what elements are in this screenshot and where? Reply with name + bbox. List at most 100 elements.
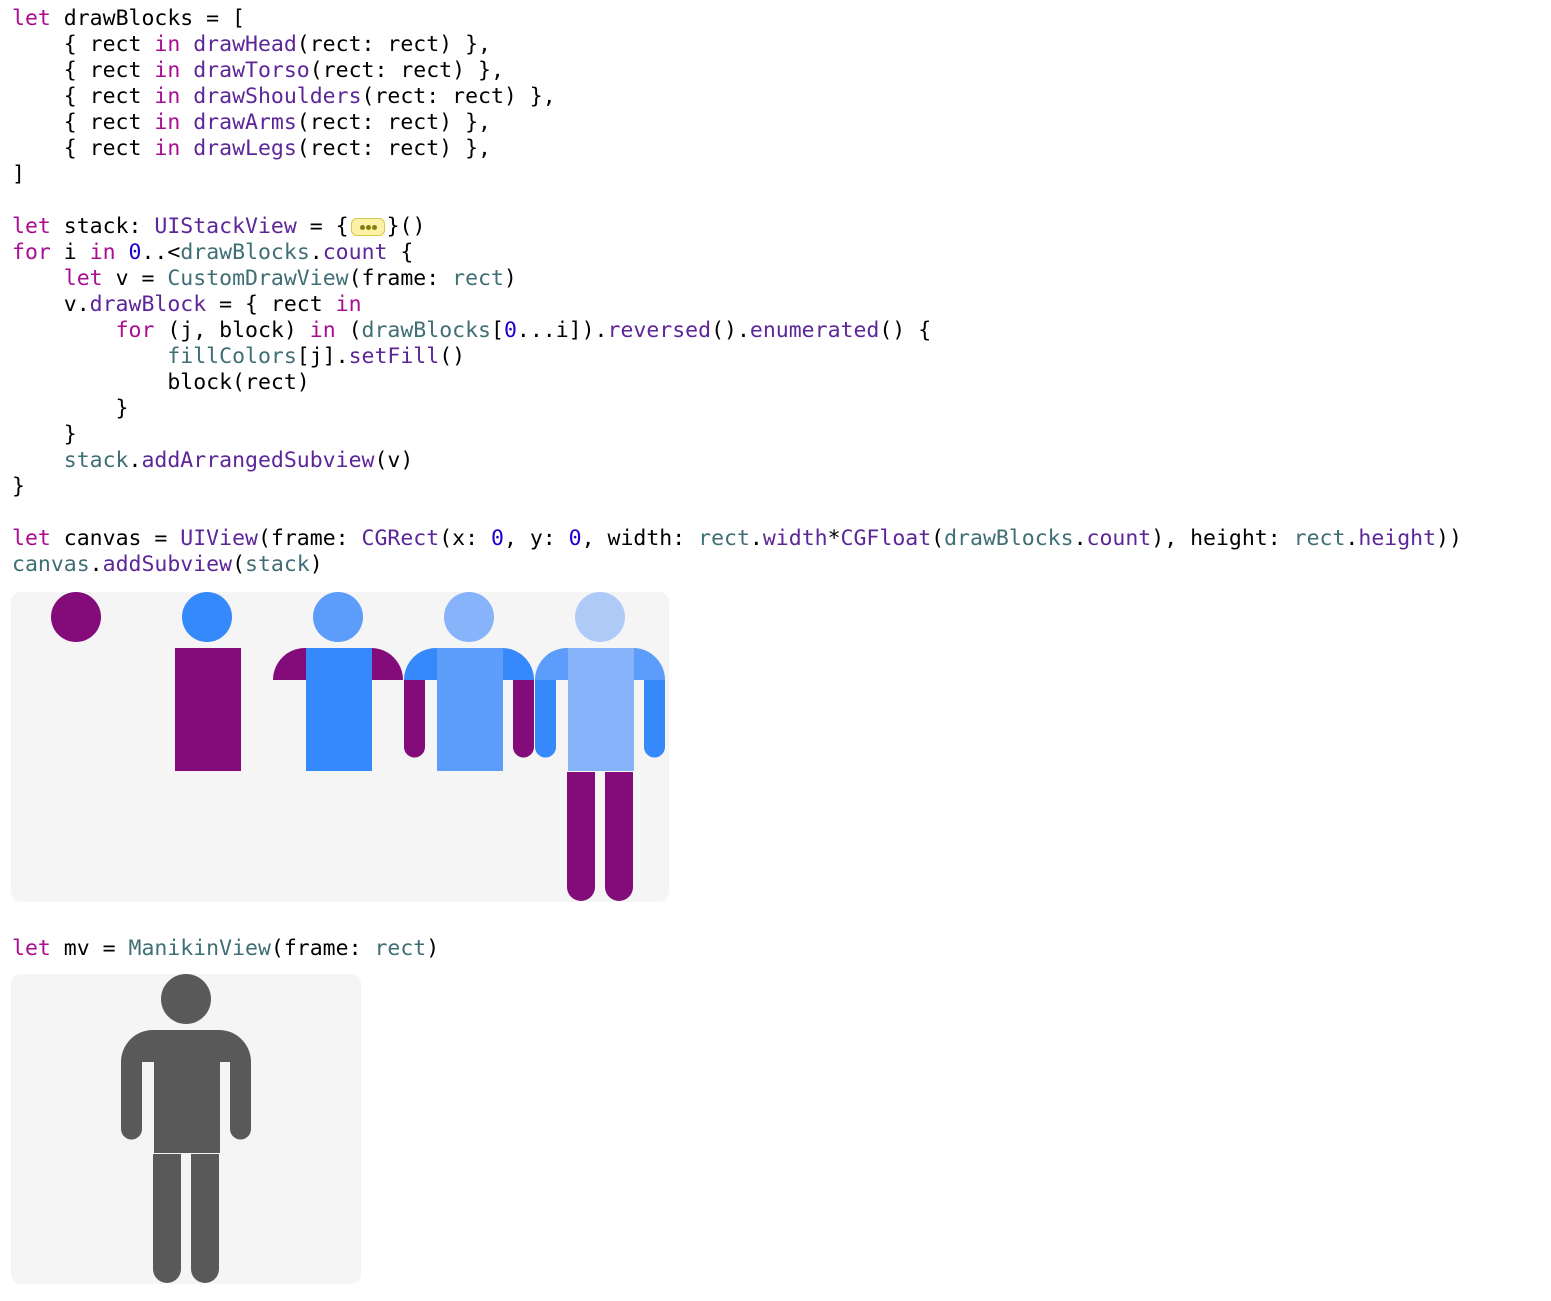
code-token: { rect	[12, 110, 155, 135]
code-line: fillColors[j].setFill()	[12, 344, 1462, 370]
code-token	[180, 58, 193, 83]
code-token: setFill	[348, 344, 440, 369]
manikin-figure	[121, 974, 251, 1283]
code-token	[12, 344, 167, 369]
code-token: *	[827, 526, 841, 551]
code-token: ManikinView	[128, 936, 271, 961]
code-line: }	[12, 422, 1462, 448]
head-shape	[182, 592, 232, 642]
code-token: ]	[12, 162, 25, 187]
code-token: CustomDrawView	[167, 266, 349, 291]
code-token: }	[12, 422, 77, 447]
code-token: rect	[374, 936, 427, 961]
code-token	[180, 32, 193, 57]
code-line: let stack: UIStackView = {}()	[12, 214, 1462, 240]
code-token: canvas	[12, 552, 90, 577]
code-token: }	[12, 474, 25, 499]
code-token: [	[490, 318, 504, 343]
code-token: = {	[296, 214, 349, 239]
canvas-preview[interactable]	[11, 592, 669, 902]
code-token: in	[335, 292, 362, 317]
head-shape	[444, 592, 494, 642]
torso-shape	[568, 648, 634, 771]
code-token: )	[503, 266, 517, 291]
left-leg-shape	[567, 772, 595, 901]
code-token: (	[931, 526, 945, 551]
code-token: drawBlocks	[361, 318, 491, 343]
code-token: in	[154, 136, 181, 161]
head-shape	[313, 592, 363, 642]
code-token: for	[115, 318, 155, 343]
code-token: ), height:	[1151, 526, 1294, 551]
head-shape	[575, 592, 625, 642]
code-line	[12, 188, 1462, 214]
code-token: let	[12, 6, 51, 31]
code-token: () {	[879, 318, 932, 343]
code-line: stack.addArrangedSubview(v)	[12, 448, 1462, 474]
code-token: let	[12, 526, 51, 551]
collapsed-code-fold-button[interactable]	[350, 218, 385, 236]
code-token: i	[50, 240, 90, 265]
code-token: { rect	[12, 32, 155, 57]
code-token: reversed	[607, 318, 712, 343]
code-token: let	[12, 936, 51, 961]
code-token: v =	[102, 266, 168, 291]
code-line: { rect in drawShoulders(rect: rect) },	[12, 84, 1462, 110]
code-token: {	[387, 240, 414, 265]
manikin-preview[interactable]	[11, 974, 361, 1284]
code-token: (frame:	[257, 526, 362, 551]
right-leg-shape	[191, 1154, 219, 1283]
code-token: .	[1073, 526, 1087, 551]
code-line: v.drawBlock = { rect in	[12, 292, 1462, 318]
code-line: let v = CustomDrawView(frame: rect)	[12, 266, 1462, 292]
code-token: count	[1086, 526, 1152, 551]
canvas-stack-figures	[51, 592, 665, 901]
code-token: ))	[1436, 526, 1462, 551]
code-token: ...i]).	[516, 318, 608, 343]
code-token: ()	[439, 344, 466, 369]
code-token: fillColors	[167, 344, 297, 369]
code-token: )	[309, 552, 323, 577]
code-token: (v)	[374, 448, 414, 473]
code-token: drawShoulders	[193, 84, 362, 109]
code-token: [j].	[296, 344, 349, 369]
code-token: , y:	[503, 526, 569, 551]
code-token: )	[426, 936, 440, 961]
torso-shape	[175, 648, 241, 771]
code-token	[180, 110, 193, 135]
code-token: canvas =	[50, 526, 181, 551]
code-token: CGFloat	[840, 526, 932, 551]
code-token: ().	[711, 318, 750, 343]
code-token	[12, 448, 64, 473]
head-shape	[51, 592, 101, 642]
code-token: (rect: rect) },	[296, 136, 491, 161]
code-token: drawTorso	[193, 58, 310, 83]
code-token: { rect	[12, 84, 155, 109]
code-line: let canvas = UIView(frame: CGRect(x: 0, …	[12, 526, 1462, 552]
code-token: drawLegs	[193, 136, 297, 161]
code-token: (x:	[439, 526, 491, 551]
code-line: for (j, block) in (drawBlocks[0...i]).re…	[12, 318, 1462, 344]
code-token: rect	[1293, 526, 1346, 551]
code-token: drawBlock	[89, 292, 207, 317]
left-arm-shape	[121, 1062, 142, 1140]
code-token: (rect: rect) },	[361, 84, 556, 109]
code-token: in	[154, 58, 181, 83]
code-token: (j, block)	[154, 318, 310, 343]
left-arm-shape	[535, 680, 556, 758]
code-token: stack	[245, 552, 310, 577]
code-token: 0	[503, 318, 517, 343]
code-line	[12, 500, 1462, 526]
right-arm-shape	[644, 680, 665, 758]
code-token: in	[154, 84, 181, 109]
torso-shape	[306, 648, 372, 771]
code-token: drawHead	[193, 32, 297, 57]
code-token: in	[154, 32, 181, 57]
shoulders-shape	[121, 1030, 251, 1062]
code-token: 0	[490, 526, 504, 551]
code-line: }	[12, 474, 1462, 500]
code-token: block(rect)	[12, 370, 310, 395]
right-arm-shape	[230, 1062, 251, 1140]
code-token: drawArms	[193, 110, 297, 135]
code-token: { rect	[12, 136, 155, 161]
